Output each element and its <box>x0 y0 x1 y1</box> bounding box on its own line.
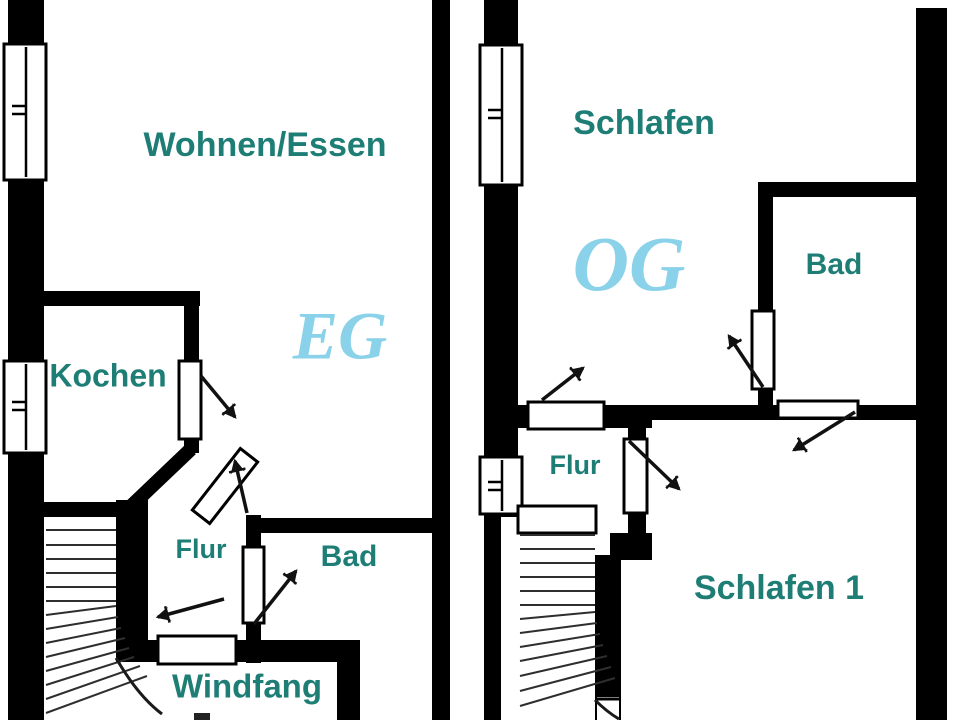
wall <box>116 640 360 662</box>
wall <box>246 518 450 533</box>
door-swing-arrow <box>540 366 585 402</box>
eg-stairs <box>45 529 163 716</box>
door-leaf-schlafen-flur <box>526 400 606 431</box>
door-swing-arrow <box>199 374 237 419</box>
og-walls <box>484 0 947 720</box>
door-leaf-bad <box>241 545 266 625</box>
window-icon <box>478 43 524 187</box>
stair-treads <box>519 534 616 707</box>
og-doors <box>516 309 860 720</box>
wall <box>916 8 947 720</box>
room-label-windfang: Windfang <box>172 668 322 705</box>
window-icon <box>478 455 524 516</box>
eg-door-arrows <box>155 374 298 626</box>
room-label-wohnen-essen: Wohnen/Essen <box>143 126 386 164</box>
door-swing-arrow <box>155 597 225 623</box>
stair-curve <box>114 657 163 716</box>
floor-tag-eg: EG <box>292 298 387 374</box>
wall <box>758 182 947 197</box>
stair-treads <box>45 529 148 714</box>
wall <box>8 502 148 517</box>
door-leaf-kochen <box>177 359 203 441</box>
door-leaf-stairs-og <box>516 504 598 535</box>
door-leaf-divider <box>776 399 860 420</box>
room-label-flur-og: Flur <box>550 450 601 480</box>
window-icon <box>2 359 48 455</box>
stair-curve <box>593 698 620 720</box>
door-swing-arrow <box>228 458 249 514</box>
room-label-schlafen1: Schlafen 1 <box>694 569 864 607</box>
eg-doors <box>156 359 266 666</box>
og-windows <box>478 43 524 516</box>
door-leaf-flur-schlafen1 <box>622 437 649 515</box>
room-label-bad-og: Bad <box>806 248 863 281</box>
floor-tag-og: OG <box>573 220 686 307</box>
door-swing-arrow <box>252 569 298 626</box>
room-label-schlafen: Schlafen <box>573 104 715 142</box>
og-stairs <box>519 534 620 720</box>
door-swing-arrow <box>726 333 765 388</box>
room-label-bad-eg: Bad <box>321 540 378 573</box>
door-leaf-windfang <box>156 634 238 666</box>
wall <box>8 291 200 306</box>
wall <box>337 640 360 720</box>
wall <box>432 0 450 720</box>
wall <box>484 517 501 720</box>
diagonal-wall <box>122 443 196 516</box>
eg-windows <box>2 42 48 455</box>
door-swing-arrow <box>627 439 681 491</box>
eg-plan: Wohnen/Essen Kochen EG Flur Bad Windfang <box>2 0 450 720</box>
og-plan: Schlafen OG Bad Flur Schlafen 1 <box>478 0 947 720</box>
room-label-flur-eg: Flur <box>176 534 227 564</box>
window-icon <box>2 42 48 182</box>
cropped-mark <box>194 713 210 720</box>
room-label-kochen: Kochen <box>49 357 166 393</box>
door-leaf-bad-og <box>750 309 776 391</box>
og-door-arrows <box>540 333 856 491</box>
wall <box>116 500 148 658</box>
wall <box>595 555 621 720</box>
door-swing-arrow <box>791 410 856 453</box>
